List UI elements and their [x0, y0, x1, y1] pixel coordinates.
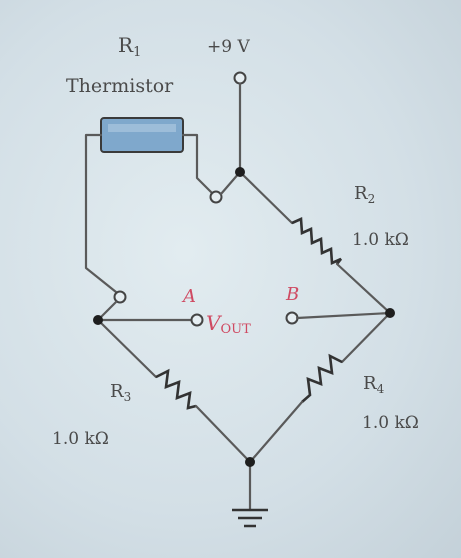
- r2-value: 1.0 kΩ: [352, 230, 409, 250]
- thermistor-right-lead: [181, 133, 214, 195]
- left-node: [93, 315, 103, 325]
- thermistor-label: Thermistor: [66, 75, 174, 97]
- output-a-terminal: [190, 313, 204, 327]
- r3-value: 1.0 kΩ: [52, 429, 109, 449]
- thermistor-left-lead: [84, 133, 118, 294]
- output-b-terminal: [285, 311, 299, 325]
- output-b-label: B: [285, 284, 299, 305]
- r3-upper-lead: [96, 318, 158, 379]
- thermistor-bottom-terminal: [113, 290, 127, 304]
- ground-icon: [232, 508, 268, 528]
- r2-label: R2: [354, 183, 375, 206]
- r2-resistor: [291, 217, 343, 265]
- thermistor-highlight: [108, 124, 176, 132]
- supply-label: +9 V: [207, 37, 250, 57]
- r2-upper-lead: [238, 170, 294, 225]
- r2-lower-lead: [335, 262, 392, 315]
- r4-lower-lead: [248, 400, 304, 464]
- supply-terminal: [233, 71, 247, 85]
- thermistor-body: [100, 117, 184, 153]
- right-node: [385, 308, 395, 318]
- r4-resistor: [301, 353, 343, 403]
- output-b-wire: [295, 311, 392, 320]
- r1-label: R1: [118, 33, 141, 60]
- r4-upper-lead: [340, 311, 392, 364]
- vout-label: VOUT: [206, 311, 251, 337]
- r4-label: R4: [363, 373, 385, 396]
- output-a-label: A: [181, 286, 196, 307]
- bottom-node: [245, 457, 255, 467]
- r3-resistor: [155, 368, 197, 410]
- top-node: [235, 167, 245, 177]
- thermistor-top-terminal: [209, 190, 223, 204]
- r3-lower-lead: [194, 404, 252, 464]
- r3-label: R3: [110, 381, 131, 404]
- r4-value: 1.0 kΩ: [362, 413, 419, 433]
